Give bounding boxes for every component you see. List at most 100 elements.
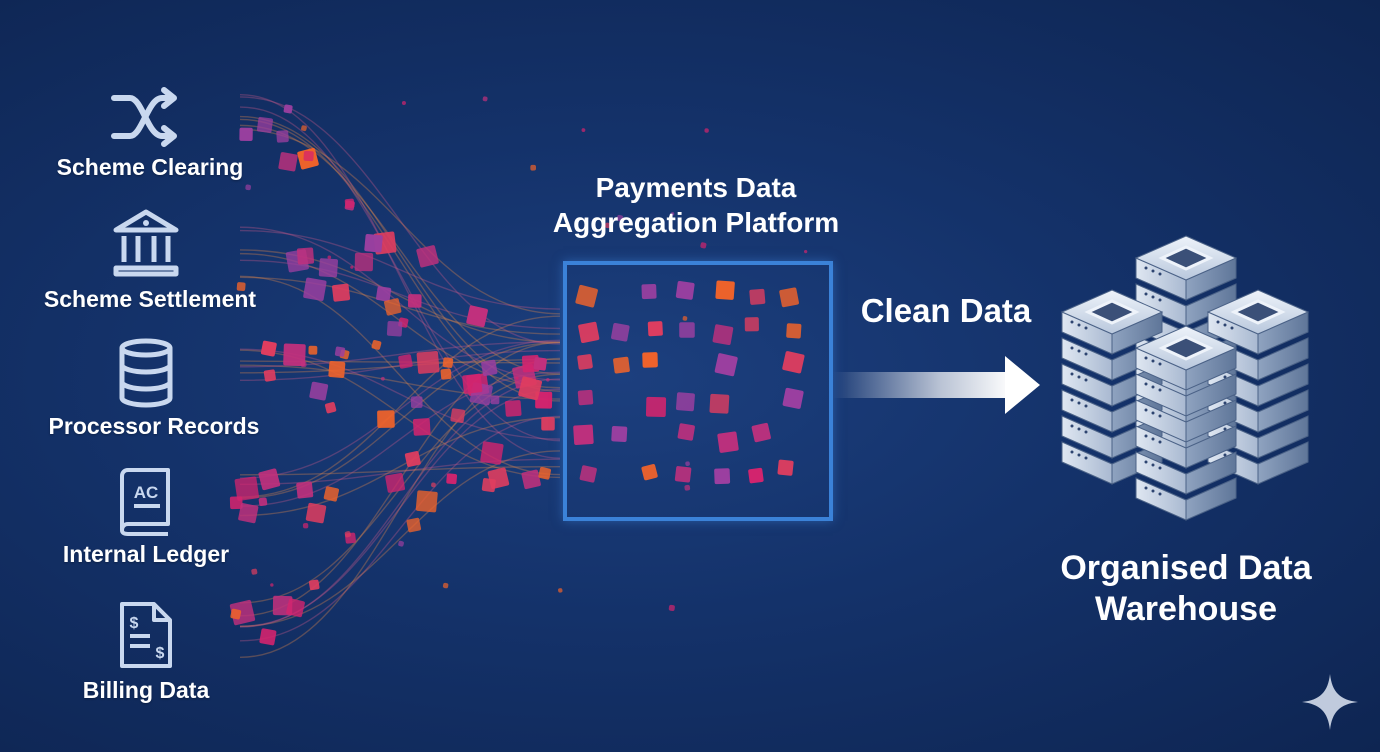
data-particle (577, 354, 593, 370)
data-particle (642, 352, 658, 368)
server-unit (1135, 373, 1237, 417)
data-particle (712, 324, 734, 345)
flow-stream-line (239, 124, 561, 375)
flow-stream-line (239, 357, 561, 659)
data-particle (302, 523, 309, 529)
data-particle (308, 579, 320, 591)
data-particle (385, 472, 406, 493)
server-top-port (1230, 299, 1286, 325)
server-unit (1135, 425, 1237, 469)
data-particle (679, 322, 695, 338)
data-particle (515, 376, 519, 380)
data-particle (641, 283, 657, 300)
bank-icon (110, 206, 182, 283)
warehouse-title-line2: Warehouse (1094, 590, 1277, 629)
data-particle (682, 316, 688, 321)
data-particle (751, 422, 771, 443)
data-particle (398, 354, 413, 369)
source-label-billing-data: Billing Data (82, 677, 210, 703)
data-particle (446, 473, 458, 485)
data-particle (670, 212, 675, 216)
data-particle (296, 247, 315, 265)
data-particle (386, 320, 403, 337)
data-particle (334, 346, 346, 357)
data-particle (782, 387, 804, 409)
data-particle (278, 152, 298, 172)
flow-stream-line (239, 106, 561, 442)
data-particle (296, 481, 314, 499)
flow-stream-line (239, 118, 561, 402)
data-particle (354, 252, 374, 272)
data-particle (684, 484, 691, 491)
data-particle (541, 417, 555, 431)
data-particle (466, 305, 488, 328)
data-particle (323, 486, 340, 502)
data-flow-streams (239, 94, 561, 659)
data-particle (521, 469, 541, 490)
data-particle (251, 568, 258, 575)
data-particle (675, 392, 695, 412)
platform-title-line1: Payments Data (595, 172, 797, 203)
data-particle (645, 396, 667, 418)
data-particle (350, 265, 354, 269)
data-particle (675, 281, 695, 300)
ledger-icon-text: AC (134, 483, 159, 502)
server-stack-icon (1060, 235, 1310, 521)
data-particle (748, 467, 764, 484)
data-particle (715, 280, 735, 300)
flow-stream-line (239, 364, 561, 400)
data-particle (276, 130, 289, 143)
data-particle (579, 465, 597, 483)
data-particle (481, 359, 498, 377)
data-particle (258, 468, 281, 491)
data-particle (611, 425, 628, 442)
flow-stream-line (239, 339, 561, 479)
data-particle (481, 478, 496, 493)
source-label-processor-records: Processor Records (48, 413, 260, 439)
data-particle (431, 482, 436, 488)
data-particle (558, 588, 563, 593)
data-particle (324, 402, 337, 414)
data-particle (482, 96, 488, 102)
flow-stream-line (239, 128, 561, 315)
flow-stream-line (239, 450, 561, 628)
data-particle (613, 356, 630, 374)
source-label-scheme-settlement: Scheme Settlement (43, 286, 257, 312)
data-particle (573, 424, 594, 446)
data-particle (504, 400, 522, 417)
data-particle (490, 395, 500, 405)
data-particle (709, 393, 730, 414)
flow-stream-line (239, 416, 561, 517)
data-particle (782, 351, 805, 374)
aggregation-platform-box (563, 261, 833, 521)
data-particle (578, 321, 600, 343)
data-particle (318, 258, 339, 278)
data-particle (303, 150, 314, 162)
data-particle (384, 298, 402, 316)
data-particle (647, 321, 663, 337)
server-unit (1135, 399, 1237, 443)
source-label-scheme-clearing: Scheme Clearing (56, 154, 244, 180)
invoice-icon: $ $ (118, 600, 174, 675)
data-particle (616, 214, 624, 222)
clean-data-arrow (832, 356, 1040, 414)
data-particle (259, 628, 277, 646)
data-particle (406, 517, 422, 533)
data-particle (581, 128, 586, 132)
data-particle (239, 127, 253, 142)
data-particle (714, 468, 731, 485)
data-particle (270, 583, 274, 587)
data-particle (364, 234, 383, 253)
data-particle (440, 368, 452, 380)
flow-stream-line (239, 94, 561, 459)
sparkle-icon (1302, 674, 1358, 730)
data-particle (309, 381, 329, 401)
server-top-port (1158, 335, 1214, 361)
data-particle (535, 391, 553, 409)
data-particle (398, 540, 404, 547)
data-particle (283, 343, 306, 367)
data-particle (674, 466, 692, 483)
flow-stream-line (239, 458, 561, 486)
flow-stream-line (239, 388, 561, 627)
